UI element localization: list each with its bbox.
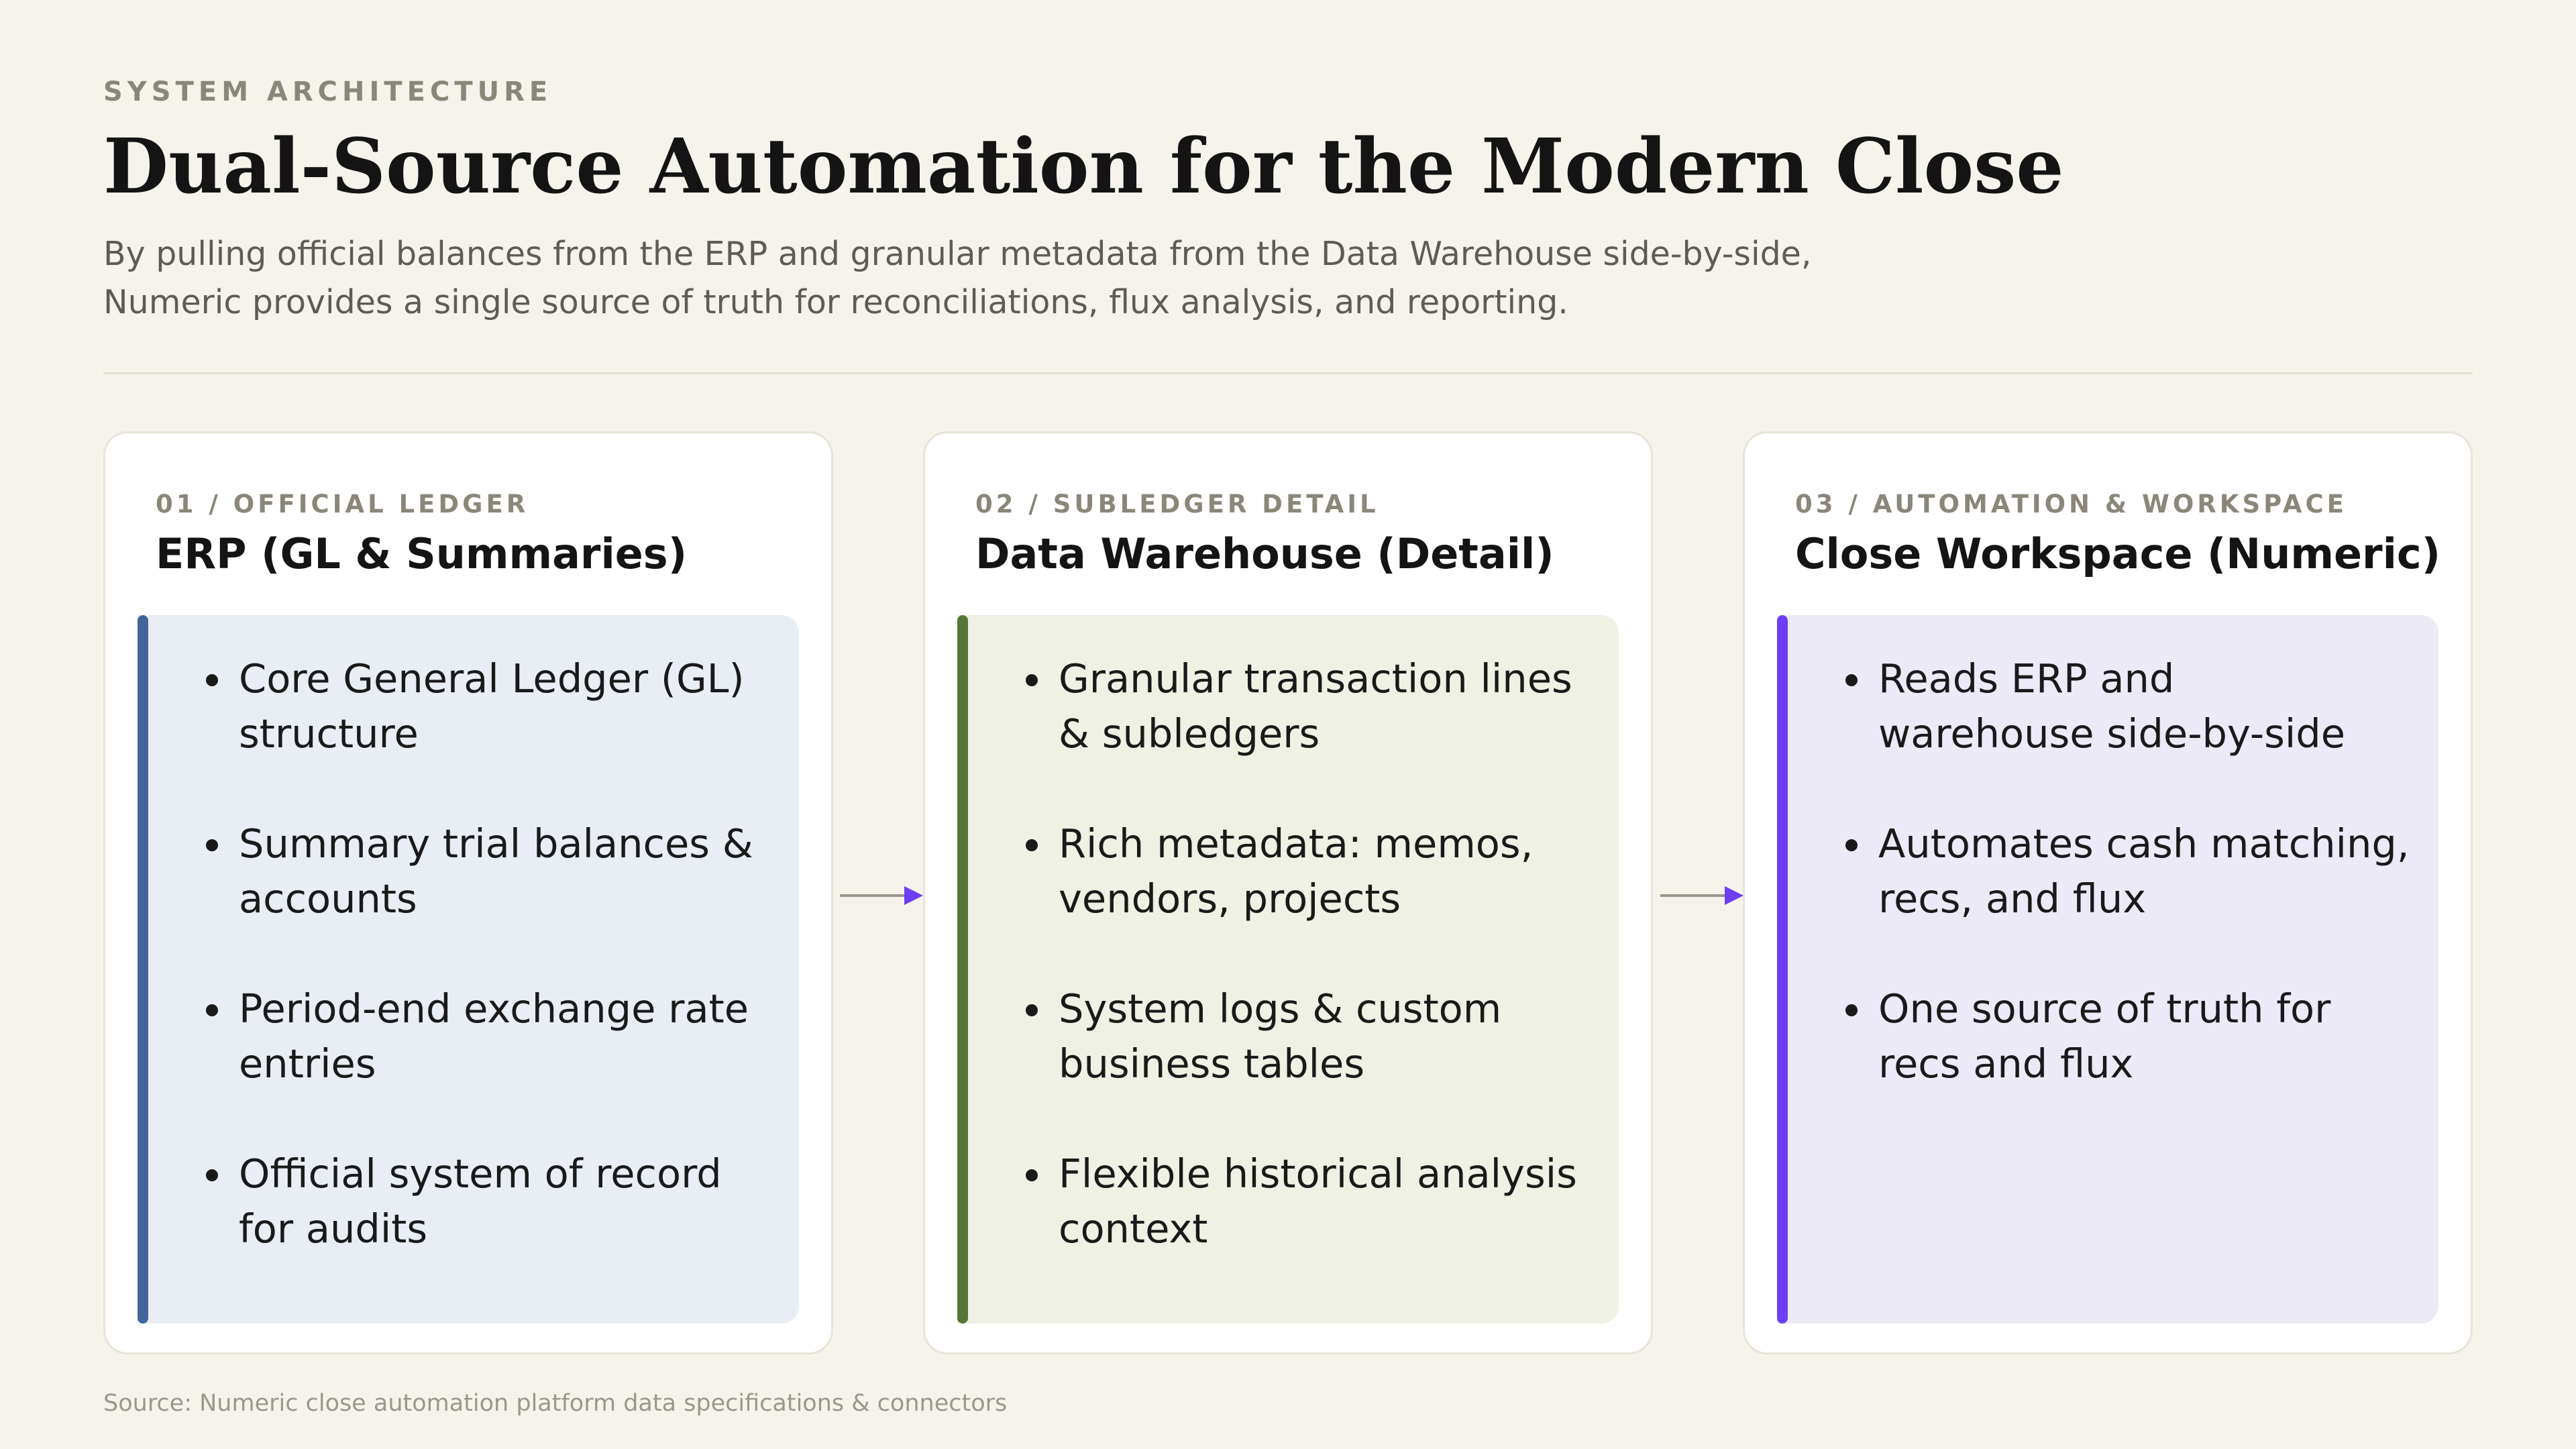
bullet-icon — [1026, 839, 1038, 851]
accent-bar — [138, 615, 148, 1324]
list-item: Granular transaction lines & subledgers — [957, 651, 1619, 761]
bullet-icon — [1845, 839, 1858, 851]
card-erp: 01 / OFFICIAL LEDGER ERP (GL & Summaries)… — [103, 431, 833, 1354]
list-item-text: entries — [239, 1040, 376, 1087]
list-item-text: Core General Ledger (GL) — [239, 655, 745, 702]
list-item-text: recs and flux — [1878, 1040, 2134, 1087]
page-subtitle: By pulling official balances from the ER… — [103, 230, 1982, 327]
list-item-text: Rich metadata: memos, — [1059, 820, 1534, 867]
list-item-text: warehouse side-by-side — [1878, 710, 2346, 757]
list-item: Rich metadata: memos, vendors, projects — [957, 816, 1619, 926]
card-label: 01 / OFFICIAL LEDGER — [156, 490, 529, 519]
list-item: Reads ERP and warehouse side-by-side — [1777, 651, 2438, 761]
list-item: One source of truth for recs and flux — [1777, 981, 2438, 1091]
list-item-text: business tables — [1059, 1040, 1365, 1087]
bullet-icon — [206, 839, 218, 851]
list-item-text: Period-end exchange rate — [239, 985, 749, 1032]
list-item-text: & subledgers — [1059, 710, 1320, 757]
list-item-text: Automates cash matching, — [1878, 820, 2410, 867]
list-item-text: Granular transaction lines — [1059, 655, 1572, 702]
card-label: 02 / SUBLEDGER DETAIL — [975, 490, 1379, 519]
list-item-text: System logs & custom — [1059, 985, 1502, 1032]
list-item-text: context — [1059, 1205, 1208, 1252]
eyebrow: SYSTEM ARCHITECTURE — [103, 76, 553, 107]
bullet-icon — [206, 674, 218, 686]
source-note: Source: Numeric close automation platfor… — [103, 1390, 1008, 1417]
flow-arrow-icon — [840, 886, 923, 905]
page-title: Dual-Source Automation for the Modern Cl… — [103, 123, 2064, 211]
list-item: Official system of record for audits — [138, 1146, 799, 1256]
card-title: ERP (GL & Summaries) — [156, 529, 688, 578]
list-item-text: vendors, projects — [1059, 875, 1401, 922]
list-item-text: One source of truth for — [1878, 985, 2331, 1032]
bullet-icon — [1026, 674, 1038, 686]
list-item-text: Reads ERP and — [1878, 655, 2175, 702]
card-title: Data Warehouse (Detail) — [975, 529, 1554, 578]
bullet-icon — [1845, 674, 1858, 686]
flow-arrow-icon — [1660, 886, 1743, 905]
list-item: System logs & custom business tables — [957, 981, 1619, 1091]
list-item-text: Flexible historical analysis — [1059, 1150, 1577, 1197]
list-item-text: structure — [239, 710, 419, 757]
list-item: Automates cash matching, recs, and flux — [1777, 816, 2438, 926]
card-label: 03 / AUTOMATION & WORKSPACE — [1795, 490, 2347, 519]
bullet-icon — [1026, 1004, 1038, 1016]
bullet-icon — [1845, 1004, 1858, 1016]
list-item: Core General Ledger (GL) structure — [138, 651, 799, 761]
list-item: Summary trial balances & accounts — [138, 816, 799, 926]
list-item-text: for audits — [239, 1205, 428, 1252]
list-item-text: accounts — [239, 875, 417, 922]
card-close-workspace: 03 / AUTOMATION & WORKSPACE Close Workspa… — [1743, 431, 2473, 1354]
list-item-text: recs, and flux — [1878, 875, 2147, 922]
subtitle-line: By pulling official balances from the ER… — [103, 235, 1812, 273]
diagram-page: SYSTEM ARCHITECTURE Dual-Source Automati… — [103, 0, 2473, 1449]
bullet-icon — [206, 1004, 218, 1016]
subtitle-line: Numeric provides a single source of trut… — [103, 283, 1568, 321]
list-item-text: Official system of record — [239, 1150, 722, 1197]
card-title: Close Workspace (Numeric) — [1795, 529, 2440, 578]
accent-bar — [957, 615, 968, 1324]
header-divider — [103, 372, 2473, 374]
list-item-text: Summary trial balances & — [239, 820, 753, 867]
accent-bar — [1777, 615, 1788, 1324]
bullet-icon — [1026, 1169, 1038, 1181]
bullet-icon — [206, 1169, 218, 1181]
list-item: Flexible historical analysis context — [957, 1146, 1619, 1256]
list-item: Period-end exchange rate entries — [138, 981, 799, 1091]
card-data-warehouse: 02 / SUBLEDGER DETAIL Data Warehouse (Det… — [923, 431, 1653, 1354]
